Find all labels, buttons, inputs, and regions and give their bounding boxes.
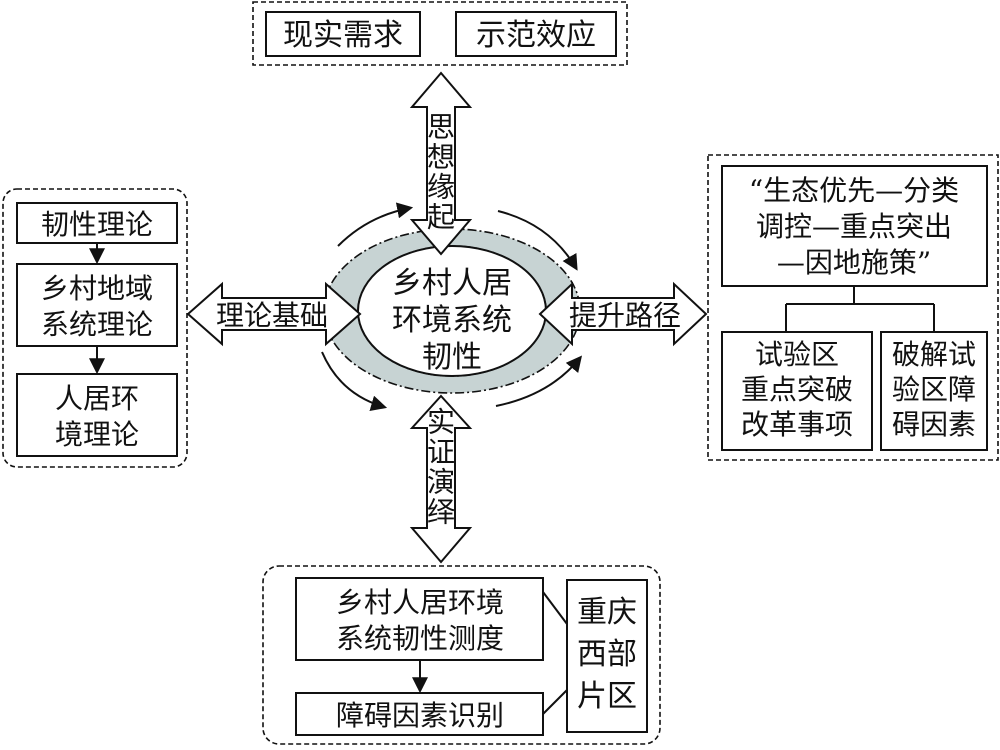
- left-item-2-line-1: 乡村地域: [41, 272, 153, 305]
- right-strategy-line-2: 调控—重点突出: [756, 210, 952, 243]
- curve-arrow-top-left: [337, 202, 414, 247]
- bottom-measure-line-2: 系统韧性测度: [336, 622, 504, 655]
- bottom-identify-box: [295, 692, 544, 736]
- right-sub-2-line-2: 验区障: [892, 373, 976, 406]
- bottom-arrow-label-char-1: 实: [427, 406, 455, 439]
- right-sub-1-line-2: 重点突破: [741, 373, 853, 406]
- left-item-box-3: [16, 373, 178, 457]
- top-double-arrow: [409, 71, 473, 256]
- right-double-arrow: [538, 281, 708, 347]
- bottom-measure-line-1: 乡村人居环境: [336, 586, 504, 619]
- left-item-box-2: [16, 263, 178, 347]
- curve-arrow-top-right: [497, 210, 578, 271]
- right-sub-1-line-1: 试验区: [755, 338, 839, 371]
- top-item-2: 示范效应: [476, 18, 596, 53]
- curve-arrow-bottom-left: [321, 351, 388, 412]
- right-sub-box-1: [721, 331, 873, 451]
- right-sub-box-2: [880, 331, 988, 451]
- left-arrow-label: 理论基础: [216, 299, 328, 332]
- right-group-frame: [707, 154, 999, 461]
- top-arrow-label: 思 想 缘 起: [427, 111, 455, 234]
- top-arrow-label-char-4: 起: [427, 201, 455, 234]
- top-group-frame: [252, 1, 628, 66]
- top-item-box-2: [455, 11, 617, 57]
- right-sub-2-line-3: 碍因素: [892, 408, 976, 441]
- left-item-3-line-1: 人居环: [55, 382, 139, 415]
- left-item-1: 韧性理论: [41, 208, 153, 241]
- left-item-box-1: [16, 202, 178, 244]
- bottom-region-line-1: 重庆: [577, 595, 637, 630]
- center-line-2: 环境系统: [392, 303, 512, 338]
- bottom-arrow-label-char-2: 证: [427, 436, 455, 469]
- bottom-measure-box: [295, 577, 544, 661]
- top-arrow-label-char-3: 缘: [427, 171, 455, 204]
- left-item-2-line-2: 系统理论: [41, 308, 153, 341]
- left-double-arrow: [186, 281, 362, 347]
- bottom-region-box: [566, 579, 648, 733]
- right-strategy-line-1: “生态优先—分类: [749, 174, 959, 207]
- right-strategy-line-3: —因地施策”: [777, 246, 931, 279]
- bottom-bracket-bottom: [542, 689, 568, 715]
- center-line-3: 韧性: [422, 340, 482, 375]
- top-item-box-1: [265, 11, 421, 57]
- left-group-frame: [2, 188, 188, 468]
- bottom-arrow-label: 实 证 演 绎: [427, 406, 455, 529]
- bottom-region-line-3: 片区: [577, 679, 637, 714]
- right-sub-1-line-3: 改革事项: [741, 408, 853, 441]
- center-line-1: 乡村人居: [392, 266, 512, 301]
- bottom-bracket-top: [542, 591, 568, 625]
- top-item-1: 现实需求: [283, 18, 403, 53]
- bottom-region-line-2: 西部: [577, 637, 637, 672]
- right-sub-2-line-1: 破解试: [892, 338, 976, 371]
- bottom-identify: 障碍因素识别: [336, 699, 504, 732]
- curve-arrow-bottom-right: [495, 355, 583, 407]
- bottom-arrow-label-char-3: 演: [427, 466, 455, 499]
- left-item-3-line-2: 境理论: [55, 418, 139, 451]
- right-arrow-label: 提升路径: [569, 299, 681, 332]
- bottom-arrow-label-char-4: 绎: [427, 496, 455, 529]
- top-arrow-label-char-2: 想: [427, 141, 455, 174]
- bottom-double-arrow: [409, 394, 473, 564]
- top-arrow-label-char-1: 思: [427, 111, 455, 144]
